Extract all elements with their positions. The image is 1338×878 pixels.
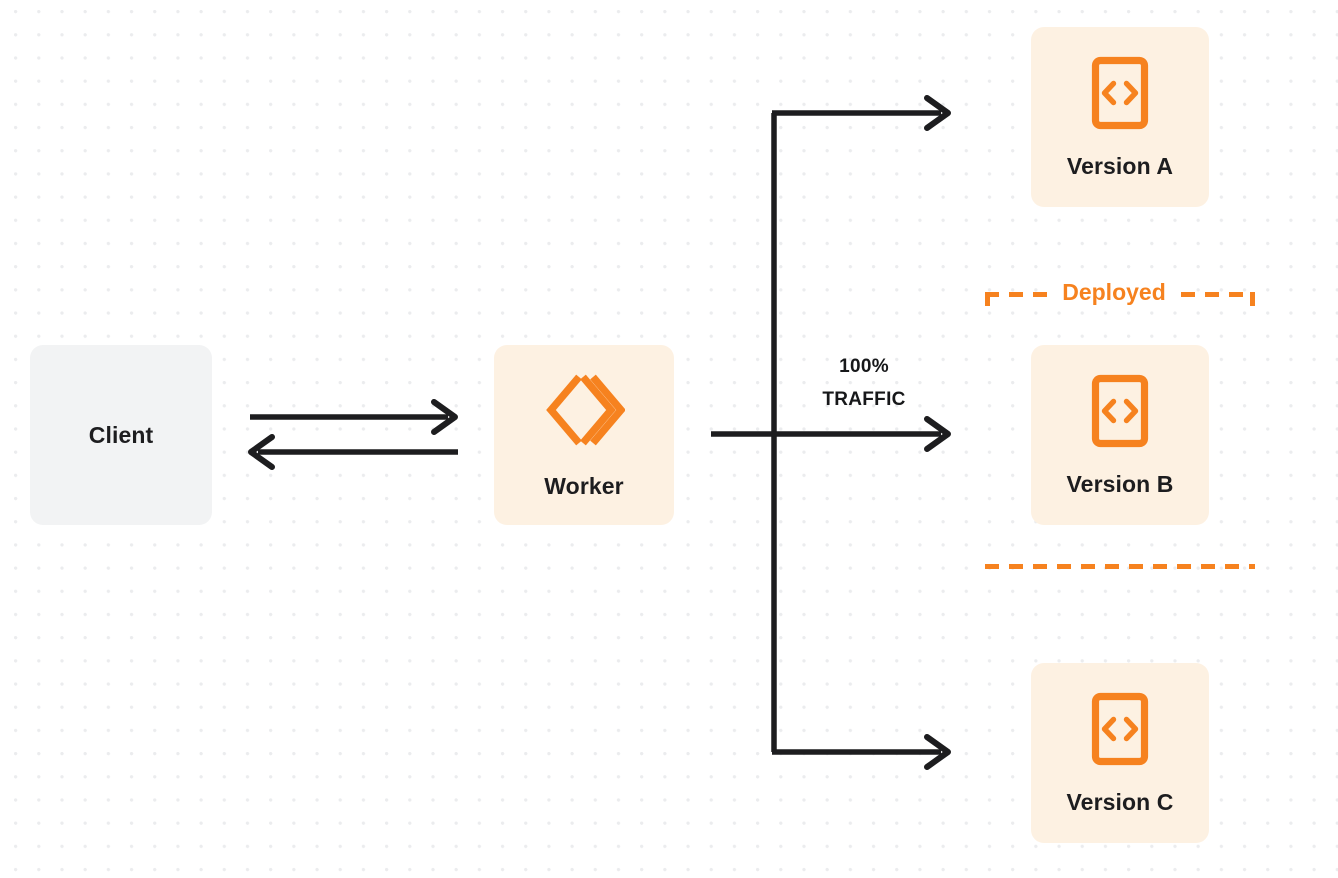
- deployed-border-top-left: [985, 292, 1047, 297]
- cloudflare-workers-logo-icon: [543, 372, 626, 453]
- node-client[interactable]: Client: [30, 345, 212, 525]
- edge-client-to-worker: [250, 399, 458, 435]
- group-deployed: Deployed: [985, 275, 1255, 569]
- node-version-c-label: Version C: [1066, 789, 1174, 815]
- node-worker[interactable]: Worker: [494, 345, 674, 525]
- node-version-a[interactable]: Version A: [1031, 27, 1209, 207]
- traffic-caption: TRAFFIC: [822, 389, 906, 410]
- node-version-c[interactable]: Version C: [1031, 663, 1209, 843]
- code-file-icon: [1091, 56, 1149, 135]
- deployed-border-right: [1250, 292, 1255, 569]
- edge-worker-to-version-a: [772, 95, 951, 131]
- node-version-b-label: Version B: [1066, 471, 1174, 497]
- edge-worker-to-version-b: [711, 416, 951, 452]
- deployed-border-left: [985, 292, 990, 569]
- deployed-border-top-right: [1181, 292, 1255, 297]
- traffic-annotation: 100% TRAFFIC: [790, 350, 938, 416]
- node-version-b[interactable]: Version B: [1031, 345, 1209, 525]
- traffic-percent: 100%: [839, 356, 889, 377]
- node-client-label: Client: [88, 421, 154, 448]
- edge-worker-to-client: [248, 434, 458, 470]
- deployed-group-label: Deployed: [1047, 275, 1181, 309]
- code-file-icon: [1091, 374, 1149, 453]
- deployed-border-bottom: [985, 564, 1255, 569]
- edge-worker-to-version-c: [772, 734, 951, 770]
- node-version-a-label: Version A: [1066, 153, 1174, 179]
- node-worker-label: Worker: [544, 473, 624, 499]
- code-file-icon: [1091, 692, 1149, 771]
